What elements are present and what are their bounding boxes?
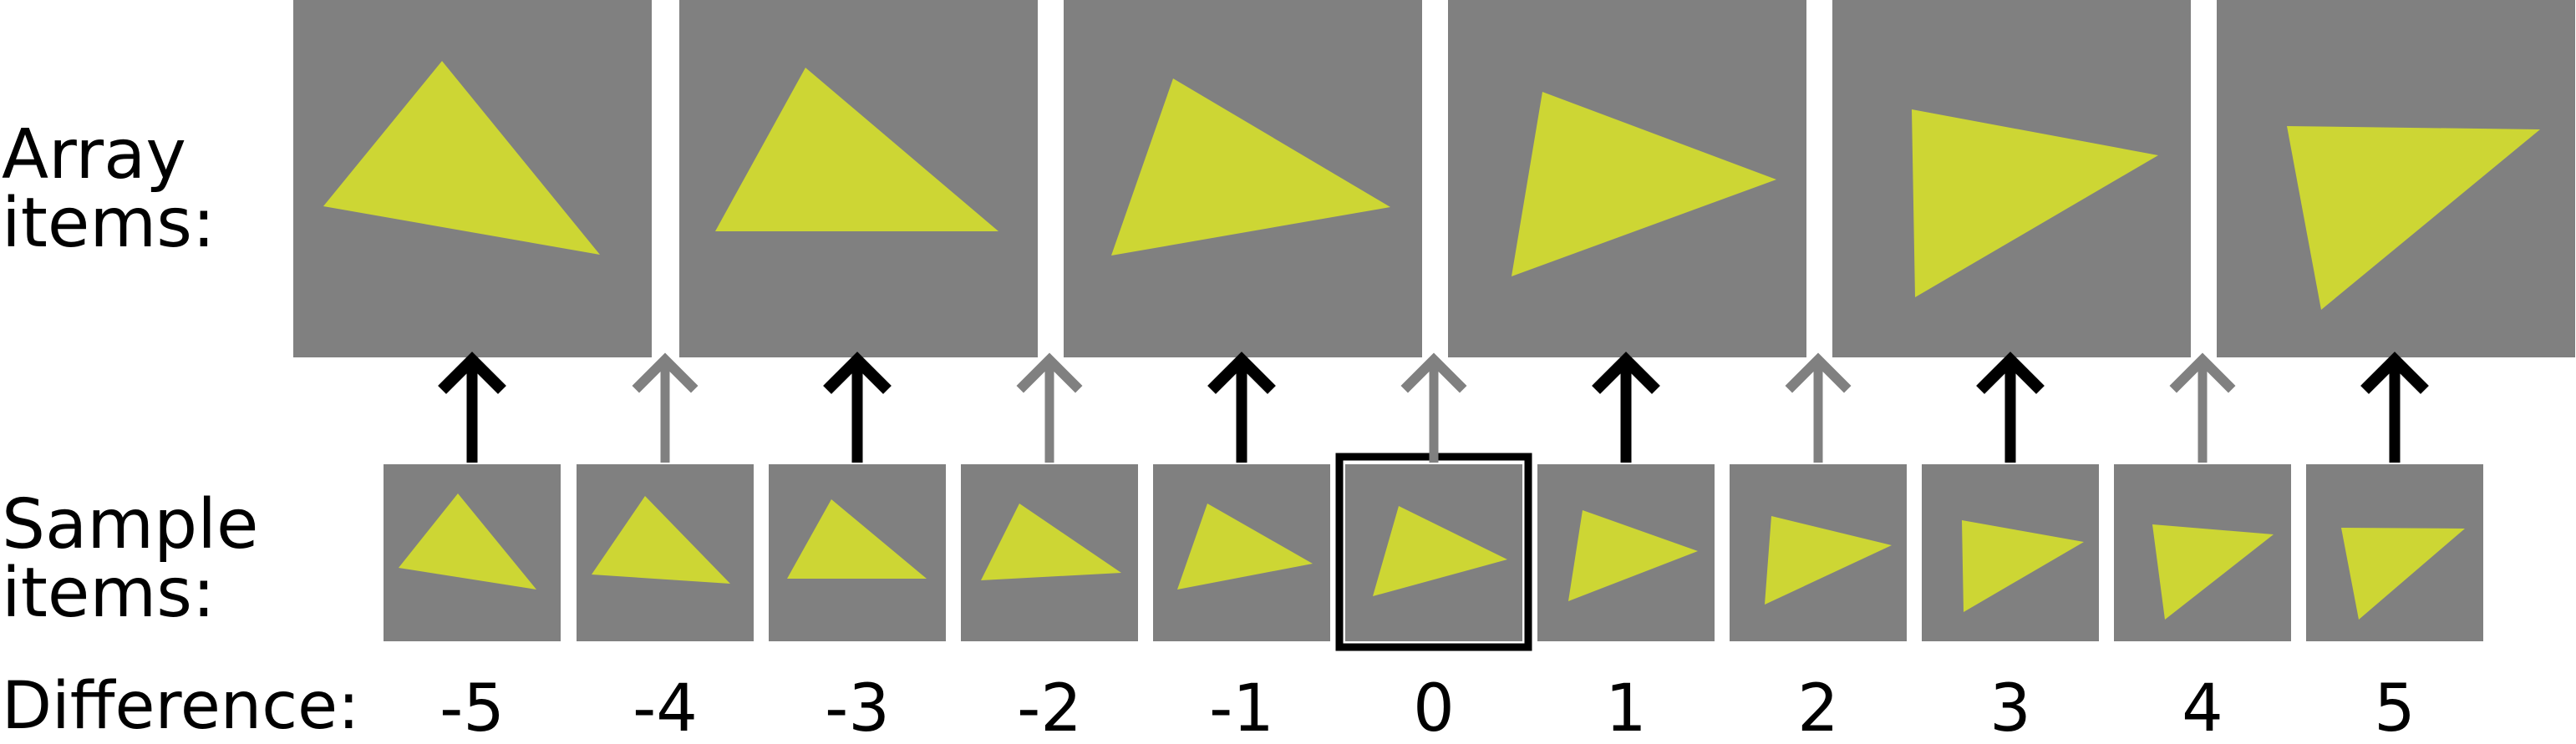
difference-value-6: 0 [1413, 671, 1455, 736]
arrow-10 [2169, 352, 2236, 463]
difference-label: Difference: [2, 669, 360, 744]
arrow-9 [1976, 352, 2045, 463]
difference-value-8: 2 [1797, 671, 1839, 736]
difference-value-2: -4 [633, 671, 698, 736]
array-items-label-line2: items: [2, 184, 216, 263]
sample-items-label-line1: Sample [2, 485, 259, 564]
arrow-4 [1016, 352, 1083, 463]
array-item-triangle-5 [1912, 109, 2158, 297]
arrow-2 [632, 352, 699, 463]
difference-value-7: 1 [1605, 671, 1647, 736]
array-item-triangle-1 [323, 61, 600, 255]
array-items-label: Array items: [2, 121, 216, 258]
difference-value-4: -2 [1017, 671, 1082, 736]
sample-item-triangle-2 [592, 496, 730, 584]
arrow-7 [1592, 352, 1660, 463]
sample-item-triangle-10 [2152, 524, 2274, 620]
array-item-triangle-4 [1512, 92, 1776, 276]
arrow-3 [823, 352, 892, 463]
sample-item-triangle-1 [399, 493, 536, 590]
difference-value-1: -5 [439, 671, 505, 736]
arrow-5 [1207, 352, 1276, 463]
difference-value-10: 4 [2182, 671, 2223, 736]
arrow-1 [438, 352, 506, 463]
array-item-triangle-3 [1111, 78, 1390, 256]
array-item-triangle-6 [2287, 126, 2540, 310]
sample-item-triangle-9 [1962, 520, 2084, 612]
sample-item-triangle-6 [1373, 506, 1507, 596]
difference-value-11: 5 [2374, 671, 2416, 736]
arrow-6 [1400, 352, 1467, 463]
sample-item-triangle-8 [1765, 516, 1892, 605]
difference-value-9: 3 [1989, 671, 2031, 736]
sample-item-triangle-7 [1568, 510, 1698, 601]
array-item-triangle-2 [715, 68, 998, 231]
sample-item-triangle-4 [981, 504, 1121, 580]
sample-items-label-line2: items: [2, 554, 216, 633]
difference-value-5: -1 [1209, 671, 1274, 736]
sample-item-triangle-11 [2341, 528, 2465, 620]
difference-value-3: -3 [825, 671, 890, 736]
arrow-11 [2360, 352, 2429, 463]
arrow-8 [1785, 352, 1852, 463]
sample-item-triangle-3 [787, 499, 927, 579]
sample-items-label: Sample items: [2, 491, 258, 628]
array-items-label-line1: Array [2, 115, 186, 195]
sample-item-triangle-5 [1177, 504, 1313, 590]
